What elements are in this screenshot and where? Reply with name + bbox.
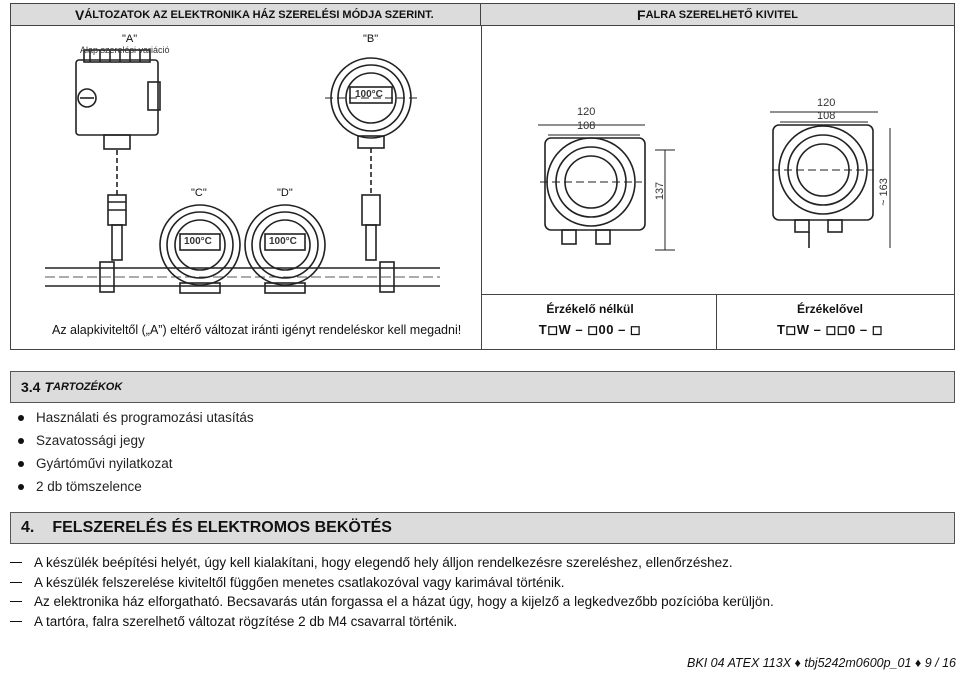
list-item: A tartóra, falra szerelhető változat rög… <box>10 612 774 632</box>
variant-d-drawing <box>244 204 326 294</box>
dash-icon <box>10 620 22 622</box>
display-readout: 100°C <box>184 236 212 247</box>
variant-note: Az alapkiviteltől („A”) eltérő változat … <box>52 323 462 337</box>
dash-icon <box>10 601 22 603</box>
column-divider <box>481 26 482 349</box>
dash-icon <box>10 581 22 583</box>
section-installation-header: 4. FELSZERELÉS ÉS ELEKTROMOS BEKÖTÉS <box>10 512 955 544</box>
list-item: 2 db tömszelence <box>18 475 254 498</box>
column-divider <box>716 294 717 349</box>
section-title-cap: T <box>44 379 54 395</box>
list-item: Az elektronika ház elforgatható. Becsava… <box>10 592 774 612</box>
order-code: T◻W – ◻◻0 – ◻ <box>776 322 883 337</box>
bullet-icon <box>18 437 24 444</box>
list-item-text: Használati és programozási utasítás <box>36 410 254 425</box>
list-item: Használati és programozási utasítás <box>18 406 254 429</box>
variant-a-drawing <box>75 49 161 261</box>
bullet-icon <box>18 414 24 421</box>
section-number: 4. <box>21 519 35 536</box>
page-footer: BKI 04 ATEX 113X ♦ tbj5242m0600p_01 ♦ 9 … <box>687 656 956 670</box>
header-rest: ÁLTOZATOK AZ ELEKTRONIKA HÁZ SZERELÉSI M… <box>84 8 434 21</box>
variant-c-label: "C" <box>191 187 207 199</box>
pipe-drawing <box>45 261 440 293</box>
technical-drawings <box>45 49 891 294</box>
list-item-text: A tartóra, falra szerelhető változat rög… <box>34 613 458 629</box>
header-cap: V <box>75 6 85 23</box>
list-item-text: A készülék felszerelése kiviteltől függő… <box>34 574 565 590</box>
dash-icon <box>10 562 22 564</box>
display-readout: 100°C <box>269 236 297 247</box>
variant-d-label: "D" <box>277 187 293 199</box>
header-rest: ALRA SZERELHETŐ KIVITEL <box>645 8 798 21</box>
installation-list: A készülék beépítési helyét, úgy kell ki… <box>10 553 774 631</box>
wall-mount-without-sensor-drawing <box>538 124 675 251</box>
list-item-text: Az elektronika ház elforgatható. Becsava… <box>34 594 774 610</box>
dimension-width-outer: 120 <box>577 106 596 118</box>
bullet-icon <box>18 460 24 467</box>
variant-a-label: "A" <box>122 33 138 45</box>
list-item: Gyártóművi nyilatkozat <box>18 452 254 475</box>
dimension-width-outer: 120 <box>817 97 836 109</box>
row-divider <box>482 294 954 295</box>
list-item: A készülék felszerelése kiviteltől függő… <box>10 573 774 593</box>
variant-b-drawing <box>325 57 417 261</box>
order-code-without-sensor: Érzékelő nélkül T◻W – ◻00 – ◻ <box>520 302 660 338</box>
dimension-width-inner: 108 <box>577 120 596 132</box>
order-label: Érzékelővel <box>796 302 864 316</box>
header-cap: F <box>637 6 646 23</box>
list-item-text: Gyártóművi nyilatkozat <box>36 456 173 471</box>
section-title-rest: ARTOZÉKOK <box>53 381 123 393</box>
variant-b-label: "B" <box>363 33 379 45</box>
display-readout: 100°C <box>355 89 383 100</box>
order-label: Érzékelő nélkül <box>546 302 634 316</box>
variant-c-drawing <box>159 204 241 294</box>
dimension-width-inner: 108 <box>817 110 836 122</box>
list-item: A készülék beépítési helyét, úgy kell ki… <box>10 553 774 573</box>
bullet-icon <box>18 483 24 490</box>
dimension-height: ~ 163 <box>877 178 890 206</box>
list-item-text: A készülék beépítési helyét, úgy kell ki… <box>34 555 733 571</box>
list-item-text: Szavatossági jegy <box>36 433 145 448</box>
order-code-with-sensor: Érzékelővel T◻W – ◻◻0 – ◻ <box>760 302 900 338</box>
section-title: FELSZERELÉS ÉS ELEKTROMOS BEKÖTÉS <box>52 519 392 536</box>
list-item: Szavatossági jegy <box>18 429 254 452</box>
list-item-text: 2 db tömszelence <box>36 479 142 494</box>
variant-a-sublabel: Alap szerelési variáció <box>80 45 170 55</box>
wall-mount-with-sensor-drawing <box>770 111 891 248</box>
accessories-list: Használati és programozási utasítás Szav… <box>18 406 254 498</box>
dimension-height: 137 <box>654 181 667 201</box>
order-code: T◻W – ◻00 – ◻ <box>538 322 642 337</box>
section-number: 3.4 <box>21 379 41 395</box>
